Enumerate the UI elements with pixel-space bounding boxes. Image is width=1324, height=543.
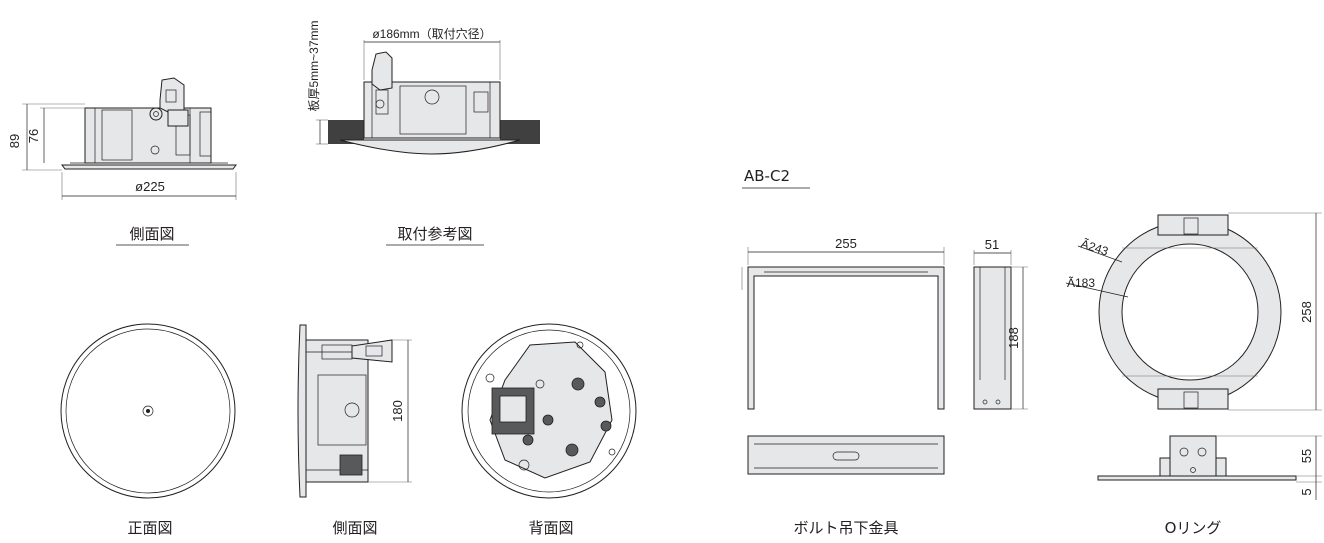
dim-255: 255 xyxy=(835,236,857,251)
dim-76: 76 xyxy=(26,129,41,143)
caption-o-ring: Oリング xyxy=(1165,519,1222,537)
dim-55: 55 xyxy=(1299,449,1314,463)
dim-ring-inner: Ã183 xyxy=(1067,276,1095,290)
caption-mounting-ref: 取付参考図 xyxy=(397,225,472,243)
dim-5: 5 xyxy=(1299,488,1314,495)
caption-bolt-hanger: ボルト吊下金具 xyxy=(793,519,898,537)
dim-hole-diameter: ø186mm（取付穴径） xyxy=(372,26,491,41)
front-view: 正面図 xyxy=(60,323,236,537)
caption-side-view-bottom: 側面図 xyxy=(332,519,377,537)
model-label: AB-C2 xyxy=(742,167,810,189)
dim-diameter-225: ø225 xyxy=(135,179,165,194)
mounting-reference: ø186mm（取付穴径） 板厚5mm~37mm 取付参考図 xyxy=(307,20,540,246)
o-ring: Ã243 Ã183 258 55 5 Oリング xyxy=(1065,212,1322,537)
caption-front-view: 正面図 xyxy=(127,519,172,537)
model-name: AB-C2 xyxy=(744,167,790,185)
dim-180: 180 xyxy=(390,400,405,422)
dim-ring-outer: Ã243 xyxy=(1079,237,1110,259)
side-view-bottom: 180 側面図 xyxy=(297,324,412,537)
back-view: 背面図 xyxy=(461,323,637,537)
dim-plate-thickness: 板厚5mm~37mm xyxy=(307,20,321,111)
caption-back-view: 背面図 xyxy=(528,519,573,537)
dim-188: 188 xyxy=(1006,327,1021,349)
side-view-top: 89 76 ø225 側面図 xyxy=(7,77,237,246)
dim-89: 89 xyxy=(7,134,22,148)
dim-51: 51 xyxy=(985,237,999,252)
bolt-hanger: 255 51 188 ボルト吊下金具 xyxy=(741,236,1028,537)
caption-side-view-top: 側面図 xyxy=(129,225,174,243)
dim-258: 258 xyxy=(1299,301,1314,323)
